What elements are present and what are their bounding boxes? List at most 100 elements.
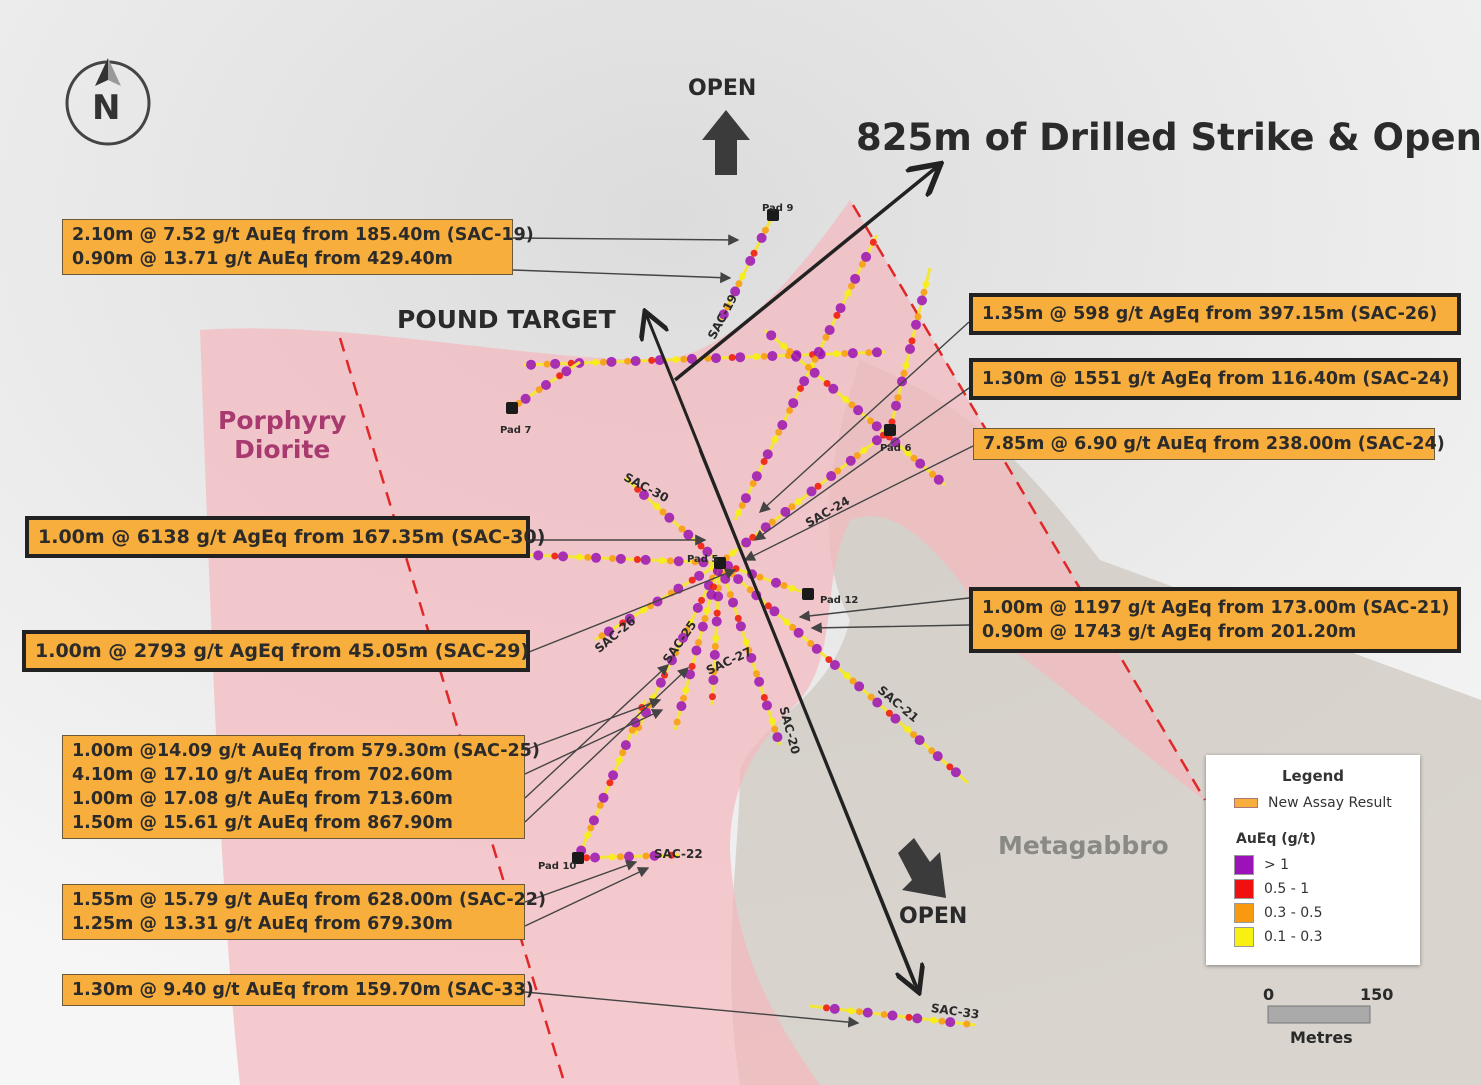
assay-interval xyxy=(764,602,772,610)
assay-interval xyxy=(793,627,804,638)
assay-interval xyxy=(706,589,717,600)
assay-interval xyxy=(615,553,626,564)
legend-class: > 1 xyxy=(1234,855,1289,875)
assay-interval xyxy=(745,255,756,266)
assay-interval xyxy=(754,676,765,687)
scale-max: 150 xyxy=(1360,985,1394,1004)
assay-interval xyxy=(729,549,737,557)
assay-interval xyxy=(648,356,656,364)
assay-interval xyxy=(598,632,606,640)
assay-interval xyxy=(806,486,817,497)
leader-line xyxy=(524,860,638,903)
map-label: Pad 12 xyxy=(820,595,859,606)
assay-interval xyxy=(533,550,544,561)
new-assay-swatch xyxy=(1234,798,1258,808)
assay-interval xyxy=(584,831,592,839)
assay-interval xyxy=(726,591,734,599)
leader-lines xyxy=(512,234,974,1028)
assay-interval xyxy=(786,347,794,355)
legend-title: Legend xyxy=(1281,767,1345,785)
callout-sac-22: 1.55m @ 15.79 g/t AuEq from 628.00m (SAC… xyxy=(62,884,546,940)
assay-interval xyxy=(761,226,769,234)
assay-interval xyxy=(888,418,896,426)
assay-interval xyxy=(642,852,650,860)
assay-interval xyxy=(794,498,802,506)
scale-min: 0 xyxy=(1263,985,1275,1004)
intercept-text: 1.25m @ 13.31 g/t AuEq from 679.30m xyxy=(72,914,453,934)
assay-interval xyxy=(713,609,721,617)
assay-interval xyxy=(535,386,543,394)
assay-interval xyxy=(767,351,778,362)
assay-interval xyxy=(845,455,856,466)
drill-pad-marker xyxy=(767,209,779,221)
assay-interval xyxy=(676,701,687,712)
assay-interval xyxy=(658,557,666,565)
assay-interval xyxy=(655,677,666,688)
assay-interval xyxy=(860,446,868,454)
assay-interval xyxy=(904,449,912,457)
leader-line xyxy=(753,387,970,541)
assay-interval xyxy=(890,437,901,448)
assay-interval xyxy=(847,348,858,359)
assay-interval xyxy=(738,501,746,509)
assay-interval xyxy=(908,337,916,345)
assay-interval xyxy=(697,542,705,550)
assay-interval xyxy=(842,395,850,403)
assay-interval xyxy=(789,623,797,631)
callout-sac-30: 1.00m @ 6138 g/t AgEq from 167.35m (SAC-… xyxy=(25,516,545,558)
target-axis-arrow-south xyxy=(698,449,918,990)
assay-interval xyxy=(691,645,702,656)
intercept-text: 0.90m @ 1743 g/t AgEq from 201.20m xyxy=(982,622,1357,642)
assay-interval xyxy=(788,398,799,409)
assay-interval xyxy=(843,672,851,680)
assay-interval xyxy=(672,649,680,657)
assay-interval xyxy=(867,417,875,425)
assay-interval xyxy=(914,313,922,321)
assay-interval xyxy=(752,353,760,361)
assay-interval xyxy=(768,518,776,526)
assay-interval xyxy=(829,659,840,670)
assay-interval xyxy=(718,309,729,320)
assay-interval xyxy=(598,792,609,803)
assay-interval xyxy=(900,369,908,377)
map-label: Pad 6 xyxy=(880,443,912,454)
assay-interval xyxy=(695,639,703,647)
legend-class: 0.3 - 0.5 xyxy=(1234,903,1322,923)
assay-interval xyxy=(624,613,635,624)
assay-interval xyxy=(639,490,649,500)
assay-interval xyxy=(745,646,753,654)
contact-line-east xyxy=(851,204,1207,801)
assay-interval xyxy=(711,353,722,364)
assay-interval xyxy=(735,280,743,288)
assay-interval xyxy=(608,853,616,861)
assay-interval xyxy=(630,355,641,366)
assay-interval xyxy=(708,674,719,685)
assay-interval xyxy=(786,406,794,414)
leader-line xyxy=(524,667,690,823)
assay-interval xyxy=(692,602,703,613)
intercept-text: 1.50m @ 15.61 g/t AuEq from 867.90m xyxy=(72,813,453,833)
open-label-north: OPEN xyxy=(688,76,757,101)
assay-interval xyxy=(617,853,624,861)
leader-line xyxy=(524,991,860,1028)
assay-interval xyxy=(848,401,856,409)
assay-interval xyxy=(746,586,754,594)
drill-pad-marker xyxy=(572,852,584,864)
leader-line xyxy=(512,234,740,246)
drill-pads xyxy=(506,209,896,864)
assay-interval xyxy=(772,732,783,743)
assay-interval xyxy=(760,522,771,533)
assay-interval xyxy=(853,405,864,416)
assay-interval xyxy=(824,325,835,335)
assay-interval xyxy=(769,606,780,617)
assay-interval xyxy=(833,350,841,358)
assay-interval xyxy=(911,319,921,330)
assay-interval xyxy=(783,618,791,626)
assay-interval xyxy=(915,458,926,469)
assay-interval xyxy=(914,735,925,746)
assay-interval xyxy=(910,454,918,462)
intercept-text: 4.10m @ 17.10 g/t AuEq from 702.60m xyxy=(72,765,453,785)
assay-interval xyxy=(945,1017,956,1028)
